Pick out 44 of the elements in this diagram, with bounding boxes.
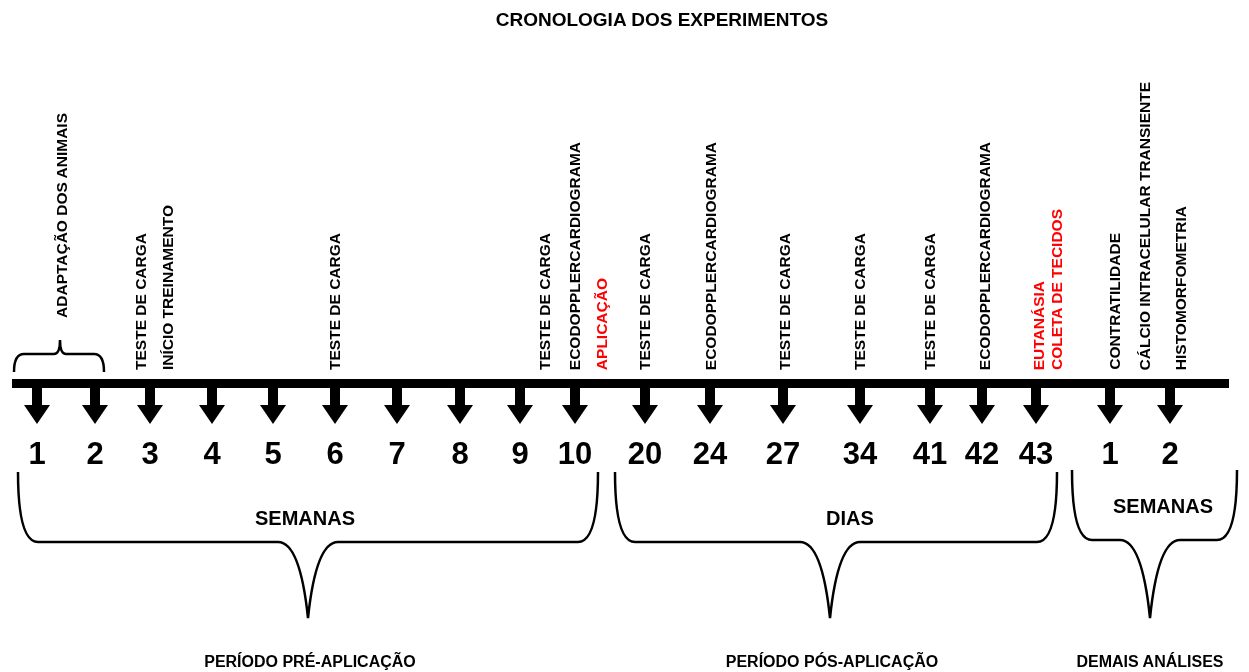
event-label: TESTE DE CARGA	[777, 233, 793, 370]
tick-number: 27	[764, 438, 802, 469]
event-label: HISTOMORFOMETRIA	[1173, 205, 1189, 370]
period-label: DIAS	[826, 508, 874, 528]
event-label: TESTE DE CARGA	[327, 233, 343, 370]
tick-number: 3	[140, 438, 160, 469]
tick-number: 2	[1160, 438, 1180, 469]
event-label: CONTRATILIDADE	[1107, 233, 1123, 370]
tick-number: 41	[911, 438, 949, 469]
tick-number: 1	[1100, 438, 1120, 469]
event-label: ECODOPPLERCARDIOGRAMA	[703, 141, 719, 370]
event-label: TESTE DE CARGA	[852, 233, 868, 370]
tick-number: 1	[27, 438, 47, 469]
event-label: COLETA DE TECIDOS	[1049, 208, 1065, 370]
period-label: SEMANAS	[255, 508, 355, 528]
event-label: ADAPTAÇÃO DOS ANIMAIS	[54, 113, 70, 318]
event-label: TESTE DE CARGA	[637, 233, 653, 370]
event-label: INÍCIO TREINAMENTO	[160, 204, 176, 370]
diagram-title: CRONOLOGIA DOS EXPERIMENTOS	[495, 10, 829, 29]
event-label: CÁLCIO INTRACELULAR TRANSIENTE	[1137, 81, 1153, 370]
tick-number: 6	[325, 438, 345, 469]
tick-number: 9	[510, 438, 530, 469]
event-label: ECODOPPLERCARDIOGRAMA	[977, 141, 993, 370]
tick-number: 7	[387, 438, 407, 469]
tick-number: 20	[626, 438, 664, 469]
tick-number: 24	[691, 438, 729, 469]
tick-number: 8	[450, 438, 470, 469]
event-label: APLICAÇÃO	[594, 277, 610, 370]
tick-number: 43	[1017, 438, 1055, 469]
tick-number: 4	[202, 438, 222, 469]
event-label: TESTE DE CARGA	[537, 233, 553, 370]
tick-number: 42	[963, 438, 1001, 469]
period-label: DEMAIS ANÁLISES	[1076, 654, 1224, 670]
period-label: PERÍODO PRÉ-APLICAÇÃO	[204, 654, 416, 670]
tick-number: 2	[85, 438, 105, 469]
period-label: PERÍODO PÓS-APLICAÇÃO	[725, 654, 939, 670]
event-label: TESTE DE CARGA	[922, 233, 938, 370]
event-label: TESTE DE CARGA	[133, 233, 149, 370]
event-label: ECODOPPLERCARDIOGRAMA	[567, 141, 583, 370]
event-label: EUTANÁSIA	[1031, 280, 1047, 370]
tick-number: 34	[841, 438, 879, 469]
period-label: SEMANAS	[1113, 496, 1213, 516]
tick-number: 10	[556, 438, 594, 469]
tick-number: 5	[263, 438, 283, 469]
